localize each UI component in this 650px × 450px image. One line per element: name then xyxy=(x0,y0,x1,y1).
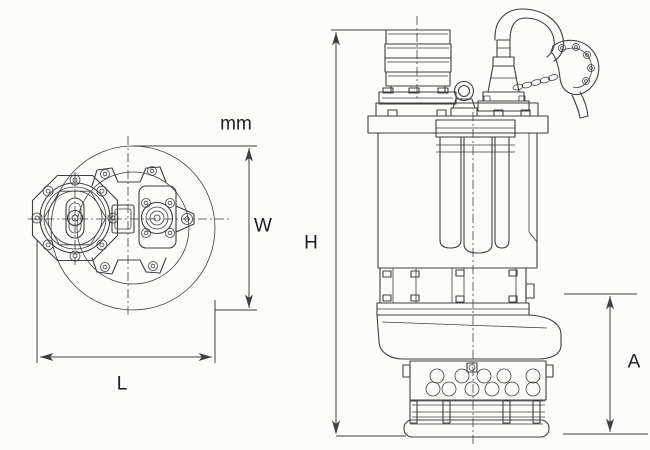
dimension-label-w: W xyxy=(254,215,272,237)
unit-label: mm xyxy=(220,113,252,135)
dimension-label-a: A xyxy=(627,351,641,373)
dimension-label-l: L xyxy=(116,373,128,395)
pump-top-view-drawing xyxy=(28,136,232,318)
dimension-label-h: H xyxy=(304,232,318,254)
dimension-lines xyxy=(37,30,648,436)
pump-side-view-drawing xyxy=(368,9,599,446)
